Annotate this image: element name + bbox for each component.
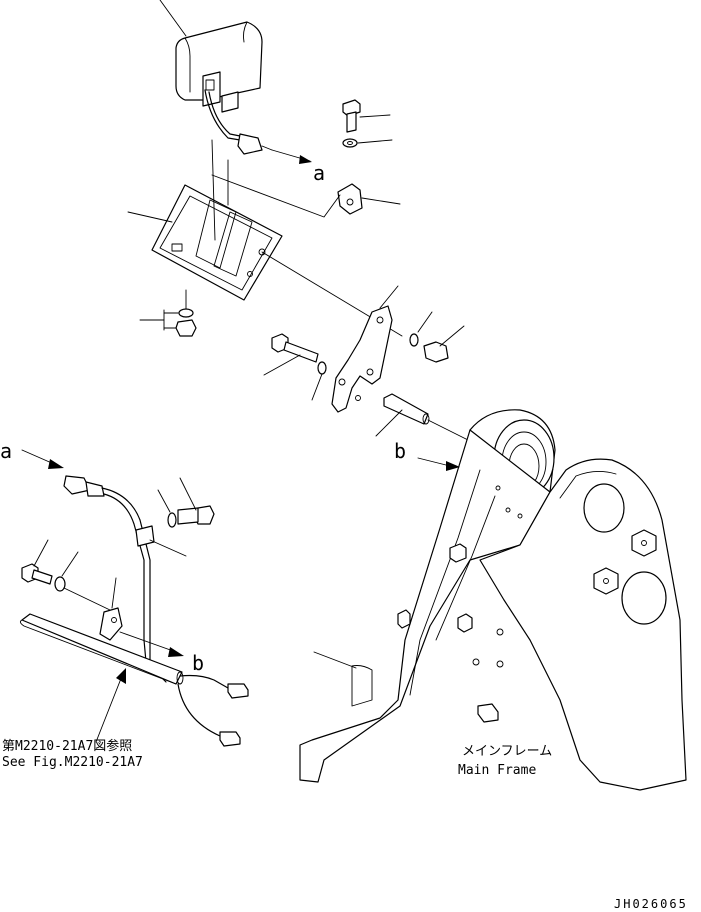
bracket-long-bolt: [263, 333, 319, 376]
leader-clip: [211, 174, 341, 218]
arrow-ref: [95, 668, 126, 743]
lamp-base-plate: [151, 139, 283, 301]
reference-note-en: See Fig.M2210-21A7: [2, 755, 143, 770]
clamp-washer: [54, 551, 111, 611]
wire-harness: [101, 487, 187, 683]
callout-b-lower: b: [192, 651, 204, 675]
harness-connector: [63, 475, 105, 497]
branch-wires: [177, 674, 249, 747]
callout-a-top: a: [313, 161, 325, 185]
bracket-bolt-right: [423, 325, 465, 363]
clamp-bolt: [21, 539, 53, 585]
leader-lamp: [159, 0, 187, 37]
bracket-washer-right: [409, 311, 433, 347]
mount-bracket: [331, 285, 399, 413]
harness-bolt: [177, 477, 215, 525]
harness-clamp: [99, 577, 123, 641]
leader-main-frame: [313, 651, 357, 669]
callout-b-mid: b: [394, 439, 406, 463]
reference-note-jp: 第M2210-21A7図参照: [2, 738, 132, 754]
arrow-b-lower: [119, 631, 184, 657]
top-bolt: [342, 99, 391, 133]
lamp-connector: [237, 133, 312, 164]
callout-a-left: a: [0, 439, 12, 463]
main-frame-label-jp: メインフレーム: [462, 744, 552, 759]
bracket-washer-left: [311, 361, 327, 401]
harness-washer: [157, 489, 177, 528]
top-washer: [342, 138, 393, 148]
work-lamp: [175, 21, 263, 141]
main-frame-label-en: Main Frame: [458, 763, 536, 778]
leader-plate: [127, 211, 173, 223]
arrow-a-left: [21, 449, 64, 469]
drawing-number: JH026065: [614, 897, 688, 911]
arrow-b-mid: [417, 457, 460, 471]
main-frame: [299, 409, 687, 791]
clip-bracket: [337, 183, 401, 215]
spacer-tube: [375, 393, 481, 447]
harness-tube: [19, 613, 184, 685]
plate-nut-washer: [139, 289, 197, 337]
